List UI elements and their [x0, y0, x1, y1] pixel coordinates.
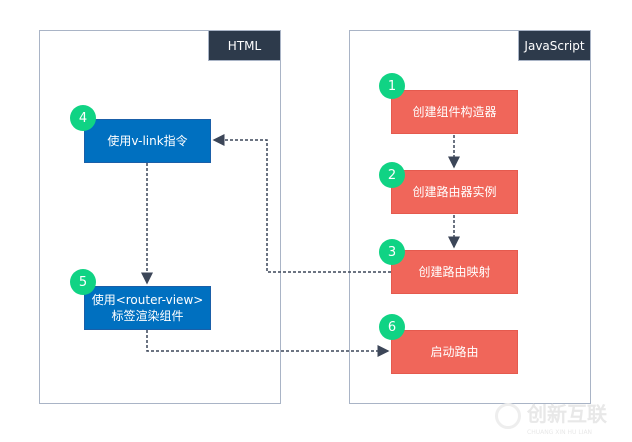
step-5-text-line1: 使用<router-view> — [91, 293, 204, 307]
badge-2: 2 — [379, 162, 405, 188]
step-3-box: 创建路由映射 — [391, 250, 518, 294]
step-2-text: 创建路由器实例 — [412, 185, 497, 199]
step-5-box: 使用<router-view> 标签渲染组件 — [84, 286, 211, 330]
step-6-text: 启动路由 — [430, 345, 479, 359]
js-panel-label: JavaScript — [518, 30, 591, 61]
step-2-box: 创建路由器实例 — [391, 170, 518, 214]
step-4-text: 使用v-link指令 — [107, 134, 188, 148]
step-5-text-line2: 标签渲染组件 — [111, 309, 184, 323]
logo-icon — [495, 402, 521, 429]
step-4-box: 使用v-link指令 — [84, 119, 211, 163]
badge-1: 1 — [379, 73, 405, 99]
badge-3: 3 — [379, 239, 405, 265]
badge-4: 4 — [70, 105, 96, 131]
arrow-5-to-6 — [146, 330, 390, 357]
arrow-3-to-4 — [212, 134, 391, 273]
watermark-text: 创新互联 — [527, 402, 607, 426]
watermark-subtext: CHUANG XIN HU LIAN — [527, 428, 593, 436]
badge-6: 6 — [379, 314, 405, 340]
step-1-text: 创建组件构造器 — [412, 105, 497, 119]
step-1-box: 创建组件构造器 — [391, 90, 518, 134]
step-3-text: 创建路由映射 — [418, 265, 491, 279]
badge-5: 5 — [70, 269, 96, 295]
watermark-logo: 创新互联 CHUANG XIN HU LIAN — [495, 398, 607, 436]
step-6-box: 启动路由 — [391, 330, 518, 374]
html-panel: HTML — [39, 30, 281, 404]
html-panel-label: HTML — [208, 30, 281, 61]
